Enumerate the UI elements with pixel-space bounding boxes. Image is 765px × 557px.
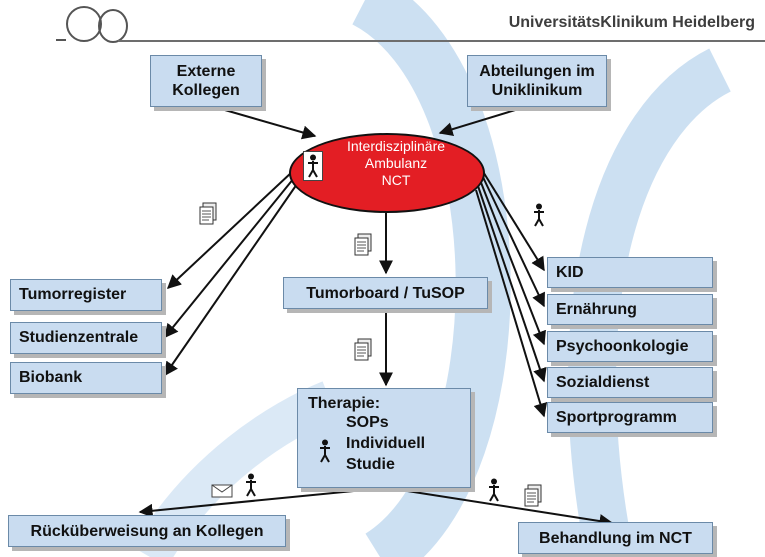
node-label: Rücküberweisung an Kollegen <box>30 522 264 540</box>
node-label: Tumorregister <box>19 286 127 303</box>
envelope-icon <box>211 484 233 498</box>
person-icon <box>320 439 330 463</box>
person-icon <box>534 203 544 227</box>
ellipse-label-line: Interdisziplinäre <box>346 138 446 154</box>
node-biobank: Biobank <box>10 362 162 394</box>
node-behandlung-nct: Behandlung im NCT <box>518 522 713 554</box>
therapie-heading: Therapie: <box>308 395 381 412</box>
clinic-logo <box>56 6 128 43</box>
person-icon <box>246 473 256 497</box>
document-stack-icon <box>524 484 542 507</box>
document-stack-icon <box>199 202 217 225</box>
document-stack-icon <box>354 338 372 361</box>
node-sportprogramm: Sportprogramm <box>547 402 713 433</box>
node-label: KID <box>556 263 584 281</box>
node-psychoonkologie: Psychoonkologie <box>547 331 713 362</box>
node-label: Sozialdienst <box>556 373 650 391</box>
node-label: Sportprogramm <box>556 408 677 426</box>
person-icon <box>489 478 499 502</box>
node-label: Ernährung <box>556 300 637 318</box>
node-abteilungen-uniklinikum: Abteilungen im Uniklinikum <box>467 55 607 107</box>
node-tumorboard: Tumorboard / TuSOP <box>283 277 488 309</box>
node-kid: KID <box>547 257 713 288</box>
node-label: Uniklinikum <box>491 82 583 99</box>
node-label: Biobank <box>19 369 83 386</box>
node-label: Abteilungen im <box>479 63 595 80</box>
document-stack-icon <box>354 233 372 256</box>
node-label: Tumorboard / TuSOP <box>306 284 465 302</box>
ellipse-label: Interdisziplinäre Ambulanz NCT <box>316 138 476 189</box>
therapie-item: Studie <box>346 456 395 473</box>
node-studienzentrale: Studienzentrale <box>10 322 162 354</box>
person-icon <box>303 151 323 181</box>
node-externe-kollegen: Externe Kollegen <box>150 55 262 107</box>
ellipse-label-line: Ambulanz <box>364 155 428 171</box>
node-rueckueberweisung: Rücküberweisung an Kollegen <box>8 515 286 547</box>
node-sozialdienst: Sozialdienst <box>547 367 713 398</box>
node-label: Studienzentrale <box>19 329 139 346</box>
therapie-item: Individuell <box>346 435 426 452</box>
node-tumorregister: Tumorregister <box>10 279 162 311</box>
therapie-item: SOPs <box>346 414 389 431</box>
header-title: UniversitätsKlinikum Heidelberg <box>508 14 755 31</box>
ellipse-label-line: NCT <box>381 172 411 188</box>
node-label: Psychoonkologie <box>556 337 689 355</box>
node-label: Externe <box>176 63 236 80</box>
node-label: Behandlung im NCT <box>539 529 692 547</box>
node-therapie: Therapie: SOPs Individuell Studie <box>297 388 471 488</box>
node-ernaehrung: Ernährung <box>547 294 713 325</box>
node-label: Kollegen <box>172 82 240 99</box>
header-rule <box>118 40 765 42</box>
